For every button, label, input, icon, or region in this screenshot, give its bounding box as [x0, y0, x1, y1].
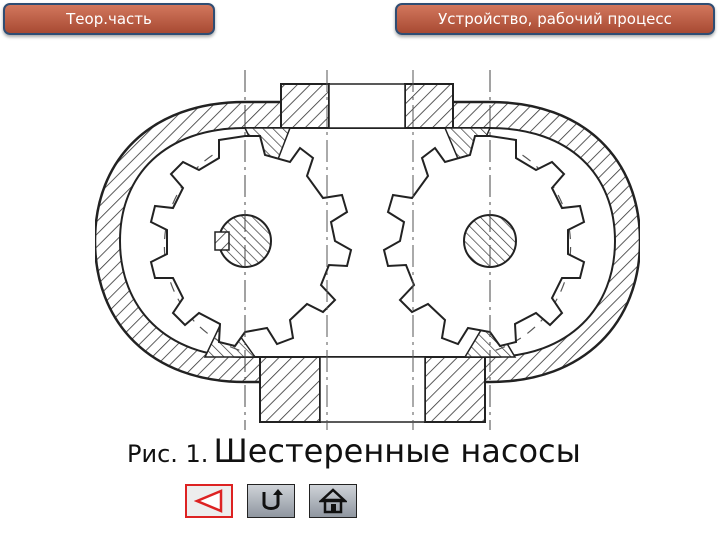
home-icon [319, 488, 347, 514]
caption-title: Шестеренные насосы [213, 432, 581, 470]
home-button[interactable] [309, 484, 357, 518]
tab-theory-label: Теор.часть [66, 10, 152, 28]
return-arrow-icon [262, 489, 283, 510]
caption-number: Рис. 1. [127, 440, 209, 468]
back-button[interactable] [185, 484, 233, 518]
figure-caption: Рис. 1. Шестеренные насосы [127, 432, 581, 470]
tab-device-workflow[interactable]: Устройство, рабочий процесс [395, 3, 715, 35]
tab-device-label: Устройство, рабочий процесс [438, 10, 672, 28]
return-button[interactable] [247, 484, 295, 518]
tab-theory[interactable]: Теор.часть [3, 3, 215, 35]
gear-pump-drawing [95, 70, 640, 430]
back-triangle-icon [194, 489, 223, 513]
